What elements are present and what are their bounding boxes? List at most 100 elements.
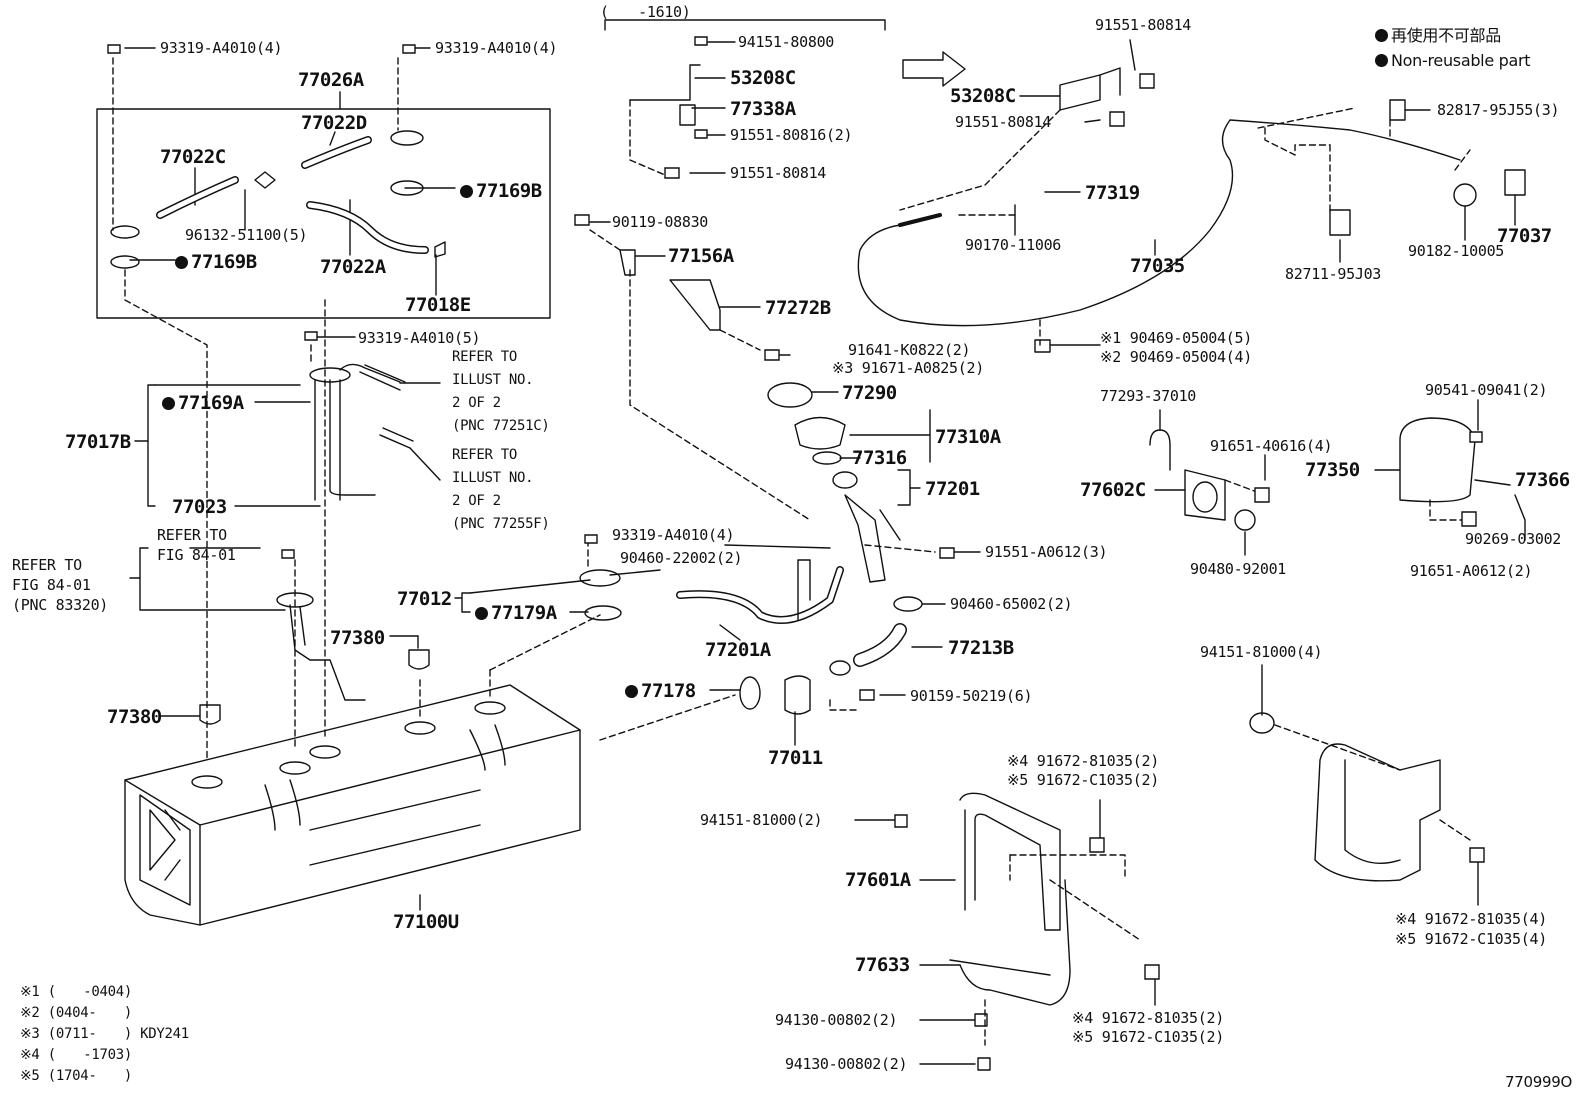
filled-dot-icon xyxy=(1375,29,1388,42)
part-label: 90460-65002(2) xyxy=(950,595,1073,613)
filled-dot-icon xyxy=(460,185,473,198)
footnote: ※4 ( -1703) xyxy=(20,1047,132,1063)
part-label: 77366 xyxy=(1515,469,1570,491)
part-label-nonreusable: 77169B xyxy=(460,181,542,202)
leader-line xyxy=(724,544,831,549)
part-label: 91651-A0612(2) xyxy=(1410,562,1533,580)
part-label: 77633 xyxy=(855,954,910,976)
part-label: ※5 91672-C1035(2) xyxy=(1007,771,1159,789)
assembly-dash xyxy=(124,269,208,761)
cap-77380-a xyxy=(199,704,221,725)
bracket-53208c xyxy=(1059,74,1101,111)
bracket-refer-fig xyxy=(139,547,286,611)
part-label: 90480-92001 xyxy=(1190,560,1287,578)
part-label-nonreusable: 77178 xyxy=(625,681,696,702)
leader-line xyxy=(1084,119,1101,123)
part-label: ※4 91672-81035(2) xyxy=(1072,1009,1224,1027)
part-label-nonreusable: 77179A xyxy=(475,603,557,624)
part-label: 90460-22002(2) xyxy=(620,549,743,567)
part-label: 94151-81000(4) xyxy=(1200,643,1323,661)
bracket-1610 xyxy=(604,19,886,31)
rod-77293 xyxy=(1149,429,1171,471)
part-label: 91551-80816(2) xyxy=(730,126,853,144)
strap-right xyxy=(1314,743,1441,882)
leader-line xyxy=(1514,494,1526,541)
part-label: 77601A xyxy=(845,869,911,891)
part-label: 93319-A4010(4) xyxy=(612,526,735,544)
leader-line xyxy=(329,131,336,146)
part-label: ※4 91672-81035(2) xyxy=(1007,752,1159,770)
filled-dot-icon xyxy=(475,607,488,620)
part-label: 77011 xyxy=(768,747,823,769)
part-label: 77201A xyxy=(705,639,771,661)
fasteners xyxy=(107,36,1485,980)
filled-dot-icon xyxy=(625,685,638,698)
part-label: 77380 xyxy=(330,627,385,649)
part-label: 91551-80814 xyxy=(955,113,1052,131)
bracket-77272b xyxy=(669,279,721,331)
date-range-label: ( -1610) xyxy=(600,3,691,21)
leader-line xyxy=(409,447,441,481)
part-label: 91551-80814 xyxy=(730,164,827,182)
leader-line xyxy=(1129,39,1136,71)
refer-note: REFER TO FIG 84-01 (PNC 83320) xyxy=(12,556,109,614)
clamp-90460 xyxy=(893,596,923,612)
part-label: 77380 xyxy=(107,706,162,728)
fuel-tank-77100u xyxy=(124,684,581,926)
filled-dot-icon xyxy=(175,256,188,269)
part-label: 53208C xyxy=(950,85,1016,107)
part-label: 90269-03002 xyxy=(1465,530,1562,548)
part-label: 77272B xyxy=(765,297,831,319)
footnote: ※1 ( -0404) xyxy=(20,984,132,1000)
part-label: 53208C xyxy=(730,67,796,89)
part-label: 94130-00802(2) xyxy=(785,1055,908,1073)
part-label: 96132-51100(5) xyxy=(185,226,308,244)
part-label: 93319-A4010(5) xyxy=(358,329,481,347)
arrow-to-detail xyxy=(902,51,966,87)
part-label: ※5 91672-C1035(4) xyxy=(1395,930,1547,948)
part-label: 93319-A4010(4) xyxy=(160,39,283,57)
part-label: 77035 xyxy=(1130,255,1185,277)
part-label: 91651-40616(4) xyxy=(1210,437,1333,455)
vent-hose-group-box xyxy=(96,108,551,319)
filled-dot-icon xyxy=(1375,54,1388,67)
part-label: 77156A xyxy=(668,245,734,267)
part-label-nonreusable: 77169B xyxy=(175,252,257,273)
part-label: 77338A xyxy=(730,98,796,120)
part-label: 93319-A4010(4) xyxy=(435,39,558,57)
part-label: 77350 xyxy=(1305,459,1360,481)
clip-82817 xyxy=(1389,99,1406,121)
part-label: ※1 90469-05004(5) xyxy=(1100,329,1252,347)
filled-dot-icon xyxy=(162,397,175,410)
part-label: 77037 xyxy=(1497,225,1552,247)
grommet-77290 xyxy=(767,382,813,408)
part-label: 90159-50219(6) xyxy=(910,687,1033,705)
part-label: 90182-10005 xyxy=(1408,242,1505,260)
part-label: 77213B xyxy=(948,637,1014,659)
part-label: 82817-95J55(3) xyxy=(1437,101,1560,119)
fuel-lid-77350 xyxy=(1399,417,1476,503)
part-label: 77018E xyxy=(405,294,471,316)
part-label: ※3 91671-A0825(2) xyxy=(832,359,984,377)
part-label: ※5 91672-C1035(2) xyxy=(1072,1028,1224,1046)
strap-77601a xyxy=(959,792,1061,931)
refer-note: REFER TO FIG 84-01 xyxy=(157,526,236,564)
leader-line xyxy=(719,624,741,641)
part-label: 77293-37010 xyxy=(1100,387,1197,405)
part-label: 90119-08830 xyxy=(612,213,709,231)
part-label: 77022A xyxy=(320,256,386,278)
refer-note: REFER TO ILLUST NO. 2 OF 2 (PNC 77255F) xyxy=(452,447,550,532)
part-label: 77319 xyxy=(1085,182,1140,204)
leader-line xyxy=(1474,479,1511,486)
part-label: ※2 90469-05004(4) xyxy=(1100,348,1252,366)
filler-pipe-77201 xyxy=(844,494,886,583)
cable-77035 xyxy=(857,119,1461,327)
leader-line xyxy=(469,579,591,594)
part-label: 94151-81000(2) xyxy=(700,811,823,829)
lid-box-77602c xyxy=(1184,469,1226,521)
part-label: 77602C xyxy=(1080,479,1146,501)
part-label: 77201 xyxy=(925,478,980,500)
part-label: 77026A xyxy=(298,69,364,91)
part-label: 77310A xyxy=(935,426,1001,448)
